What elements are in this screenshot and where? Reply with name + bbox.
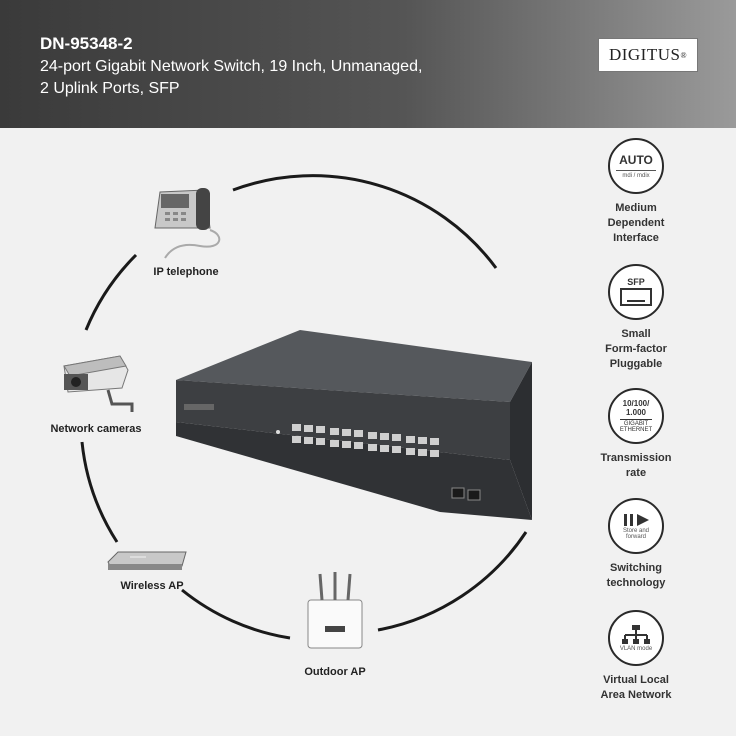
wireless-ap-icon xyxy=(107,551,187,570)
ring-arc-top xyxy=(232,174,498,269)
device-label-wireless-ap: Wireless AP xyxy=(120,580,184,592)
header-banner: DN-95348-2 24-port Gigabit Network Switc… xyxy=(0,0,736,128)
store-forward-icon: Store and forward xyxy=(608,498,664,554)
ip-telephone-icon xyxy=(154,188,221,259)
outdoor-ap-icon xyxy=(307,572,363,649)
brand-logo: DIGITUS® xyxy=(598,38,698,72)
product-description-line1: 24-port Gigabit Network Switch, 19 Inch,… xyxy=(40,58,423,75)
sfp-icon: SFP xyxy=(608,264,664,320)
ring-arc-left xyxy=(84,253,138,331)
ring-arc-lower-left xyxy=(80,441,119,543)
auto-mdix-icon: AUTO mdi / mdix xyxy=(608,138,664,194)
device-label-ip-telephone: IP telephone xyxy=(153,266,219,278)
product-model: DN-95348-2 xyxy=(40,34,133,53)
ring-arc-right xyxy=(377,531,528,632)
network-camera-icon xyxy=(63,355,134,412)
product-description-line2: 2 Uplink Ports, SFP xyxy=(40,80,180,97)
device-label-network-cameras: Network cameras xyxy=(50,423,142,435)
vlan-icon: VLAN mode xyxy=(608,610,664,666)
network-switch-image xyxy=(176,330,532,520)
ring-arc-bottom xyxy=(181,588,291,640)
device-label-outdoor-ap: Outdoor AP xyxy=(304,666,366,678)
